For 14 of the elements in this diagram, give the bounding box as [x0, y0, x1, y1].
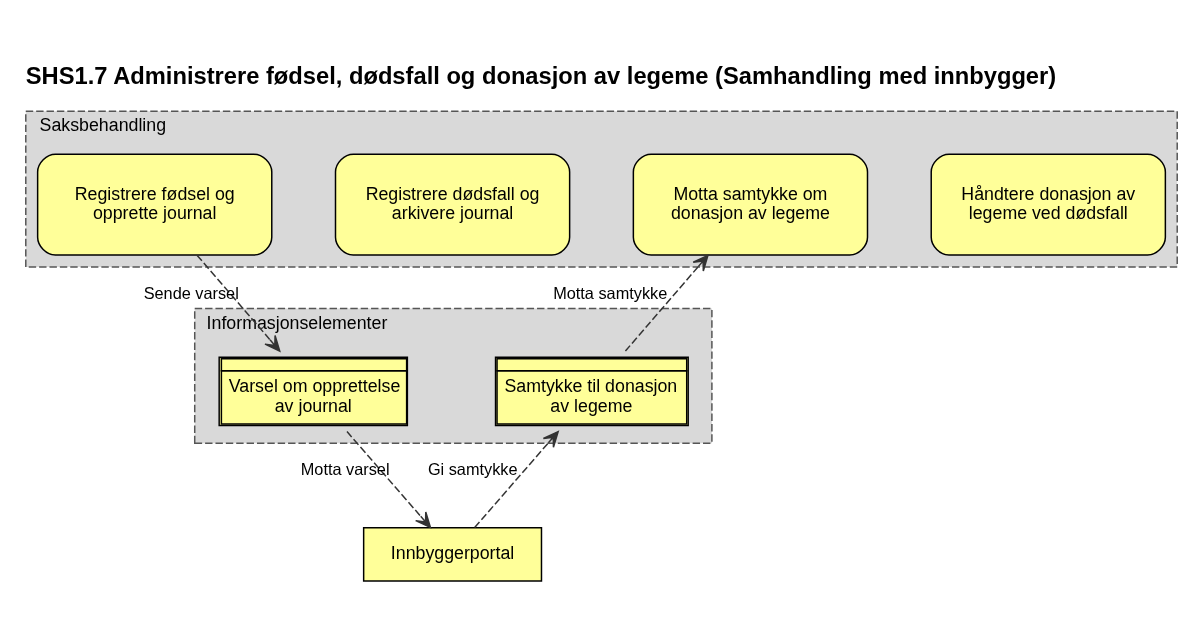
- arrow: [346, 430, 432, 529]
- node-box: Registrere dødsfall og arkivere journal: [334, 153, 571, 256]
- node-box: Motta samtykke om donasjon av legeme: [632, 153, 869, 256]
- edge-label: Gi samtykke: [427, 459, 518, 478]
- node-box: Håndtere donasjon av legeme ved dødsfall: [930, 153, 1167, 256]
- edge-label: Motta varsel: [300, 459, 390, 478]
- arrow: [624, 254, 709, 352]
- node-box: Innbyggerportal: [362, 527, 543, 582]
- edge-label: Motta samtykke: [553, 283, 668, 302]
- node-box: Registrere fødsel og opprette journal: [36, 153, 273, 256]
- arrow: [473, 430, 559, 529]
- arrow: [196, 254, 281, 352]
- diagram-title: SHS1.7 Administrere fødsel, dødsfall og donasjon av legeme (Samhandling med innbygger): [25, 63, 1057, 90]
- edge-label: Sende varsel: [143, 283, 239, 302]
